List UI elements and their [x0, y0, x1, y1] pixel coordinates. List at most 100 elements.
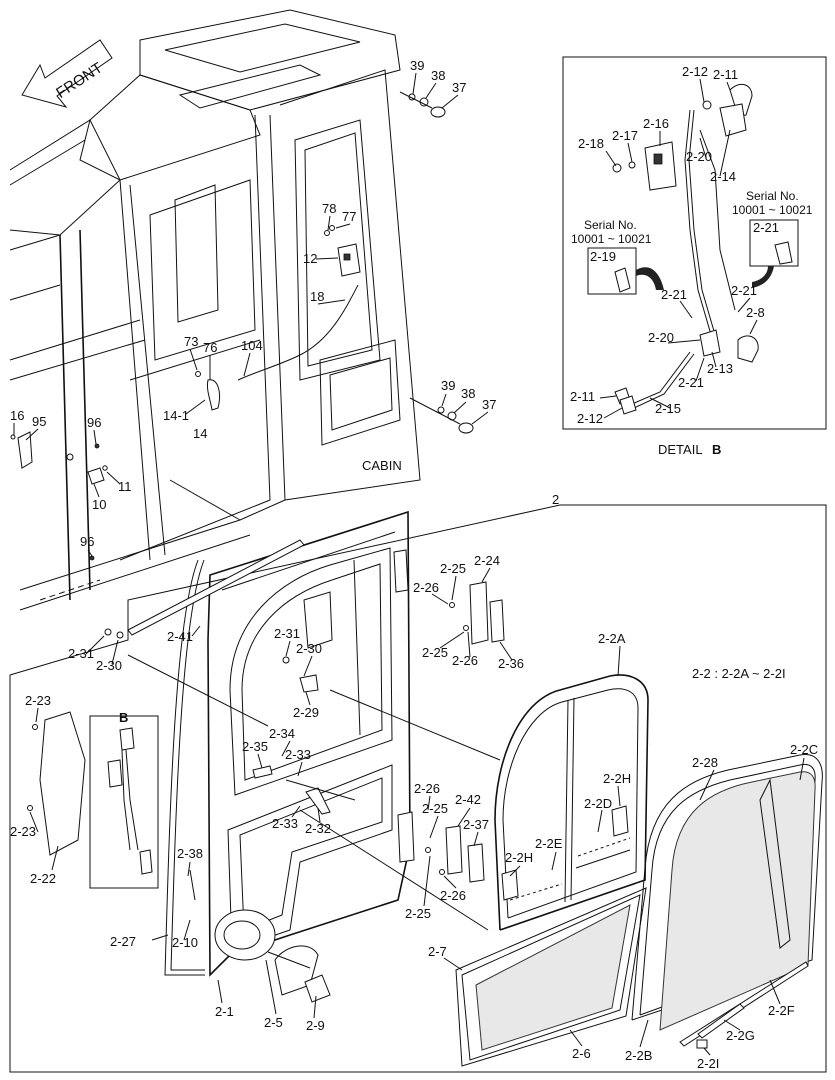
label-2-16: 2-16: [643, 116, 669, 131]
label-11: 11: [118, 479, 132, 494]
inset-b-letter: B: [119, 710, 128, 725]
label-2-6: 2-6: [572, 1046, 591, 1061]
label-2-21-left: 2-21: [661, 287, 687, 302]
label-16: 16: [10, 408, 24, 423]
label-2-14: 2-14: [710, 169, 736, 184]
label-2-2H-top: 2-2H: [603, 771, 631, 786]
front-direction-arrow: FRONT: [21, 39, 113, 108]
serial-range-right: 10001 ~ 10021: [732, 203, 813, 217]
label-2-29: 2-29: [293, 705, 319, 720]
label-2-26-top: 2-26: [413, 580, 439, 595]
door-part-labels: 2-41 2-31 2-30 2-31 2-30 2-29 2-25 2-24 …: [10, 553, 818, 1071]
label-2-8: 2-8: [746, 305, 765, 320]
label-2-25-top: 2-25: [440, 561, 466, 576]
label-2-2E: 2-2E: [535, 836, 563, 851]
label-2-9: 2-9: [306, 1018, 325, 1033]
label-2-26-mid: 2-26: [452, 653, 478, 668]
door-group-frame: 2 2-2 : 2-2A ~ 2-2I: [9, 492, 827, 1073]
cabin-label: CABIN: [362, 458, 402, 473]
label-2-21-lower: 2-21: [678, 375, 704, 390]
label-2-2C: 2-2C: [790, 742, 818, 757]
window-frame-assembly: [494, 674, 649, 931]
label-2-34: 2-34: [269, 726, 295, 741]
label-2-1: 2-1: [215, 1004, 234, 1019]
label-2-30: 2-30: [296, 641, 322, 656]
label-39: 39: [410, 58, 424, 73]
label-2-17: 2-17: [612, 128, 638, 143]
detail-b-title-letter: B: [712, 442, 721, 457]
label-2-12-top: 2-12: [682, 64, 708, 79]
label-2-36: 2-36: [498, 656, 524, 671]
label-96-lower: 96: [80, 534, 94, 549]
label-2-2F: 2-2F: [768, 1003, 795, 1018]
label-2-33: 2-33: [285, 747, 311, 762]
label-37: 37: [452, 80, 466, 95]
serial-label-right: Serial No.: [746, 189, 799, 203]
label-2-31: 2-31: [274, 626, 300, 641]
label-2-38: 2-38: [177, 846, 203, 861]
label-2-24: 2-24: [474, 553, 500, 568]
label-2-28: 2-28: [692, 755, 718, 770]
label-2-10: 2-10: [172, 935, 198, 950]
label-2-21-serial: 2-21: [753, 220, 779, 235]
guide-lines: [127, 654, 501, 969]
detail-b-labels: 2-12 2-11 2-18 2-17 2-16 2-20 2-14 Seria…: [570, 64, 813, 457]
label-77: 77: [342, 209, 356, 224]
label-2-37: 2-37: [463, 817, 489, 832]
label-2-25-mid: 2-25: [422, 645, 448, 660]
label-2-18: 2-18: [578, 136, 604, 151]
label-2-33-lower: 2-33: [272, 816, 298, 831]
serial-range-left: 10001 ~ 10021: [571, 232, 652, 246]
label-2-12-lower: 2-12: [577, 411, 603, 426]
label-2-19: 2-19: [590, 249, 616, 264]
label-14-1: 14-1: [163, 408, 189, 423]
label-2-42: 2-42: [455, 792, 481, 807]
label-2-32: 2-32: [305, 821, 331, 836]
label-2-2G: 2-2G: [726, 1028, 755, 1043]
label-2-21-right: 2-21: [731, 283, 757, 298]
label-10: 10: [92, 497, 106, 512]
label-95: 95: [32, 414, 46, 429]
detail-b-title-prefix: DETAIL: [658, 442, 703, 457]
label-2-2H-lower: 2-2H: [505, 850, 533, 865]
label-2-20-lower: 2-20: [648, 330, 674, 345]
cabin-assembly: [9, 9, 421, 611]
label-2-2D: 2-2D: [584, 796, 612, 811]
label-2-11-top: 2-11: [713, 67, 738, 82]
label-104: 104: [241, 338, 263, 353]
label-73: 73: [184, 334, 198, 349]
label-2-31-left: 2-31: [68, 646, 94, 661]
label-2-2I: 2-2I: [697, 1056, 719, 1071]
group-number: 2: [552, 492, 559, 507]
group-note: 2-2 : 2-2A ~ 2-2I: [692, 666, 786, 681]
label-2-11-lower: 2-11: [570, 389, 595, 404]
glass-assembly: [631, 754, 823, 1049]
label-76: 76: [203, 340, 217, 355]
label-2-23-lower: 2-23: [10, 824, 36, 839]
front-label: FRONT: [53, 59, 106, 101]
label-2-5: 2-5: [264, 1015, 283, 1030]
label-2-41: 2-41: [167, 629, 193, 644]
serial-label-left: Serial No.: [584, 218, 637, 232]
cabin-hardware: [10, 91, 474, 561]
label-2-35: 2-35: [242, 739, 268, 754]
label-2-26-lower-top: 2-26: [414, 781, 440, 796]
label-2-25-lower-top: 2-25: [422, 801, 448, 816]
label-96: 96: [87, 415, 101, 430]
label-78: 78: [322, 201, 336, 216]
label-38: 38: [431, 68, 445, 83]
label-2-13: 2-13: [707, 361, 733, 376]
label-18: 18: [310, 289, 324, 304]
label-37-lower: 37: [482, 397, 496, 412]
door-hardware: B: [27, 539, 505, 889]
label-2-30-left: 2-30: [96, 658, 122, 673]
label-2-22: 2-22: [30, 871, 56, 886]
label-38-lower: 38: [461, 386, 475, 401]
cabin-part-labels: 39 38 37 78 77 12 18 73 76 104 14-1 14 1…: [10, 58, 496, 557]
label-39-lower: 39: [441, 378, 455, 393]
label-2-15: 2-15: [655, 401, 681, 416]
label-2-2A: 2-2A: [598, 631, 626, 646]
detail-b-panel: [562, 56, 827, 430]
label-14: 14: [193, 426, 207, 441]
